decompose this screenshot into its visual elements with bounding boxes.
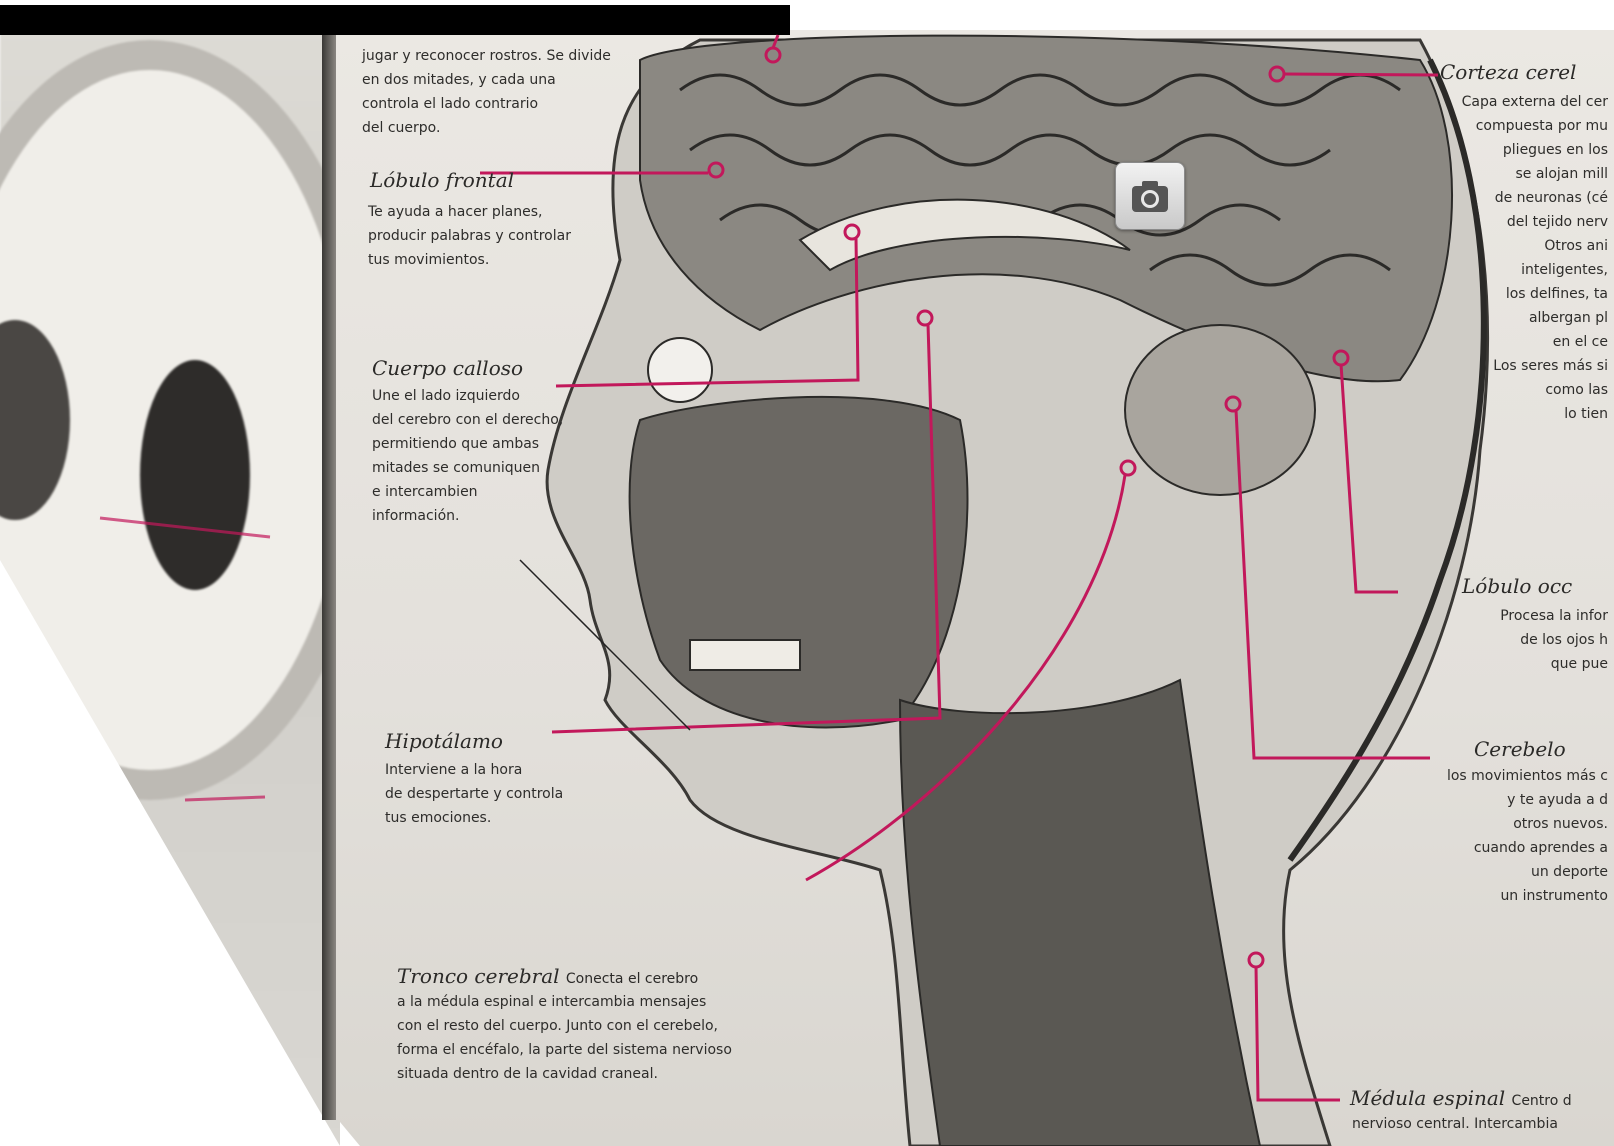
hipotalamo-body: Interviene a la hora de despertarte y co… xyxy=(385,758,563,830)
corteza-body: Capa externa del cer compuesta por mu pl… xyxy=(1462,90,1608,426)
frontal-body: Te ayuda a hacer planes, producir palabr… xyxy=(368,200,571,272)
intro-text: jugar y reconocer rostros. Se divide en … xyxy=(362,44,611,140)
tronco-inline: Conecta el cerebro xyxy=(566,971,698,987)
medula-title: Médula espinal xyxy=(1350,1086,1505,1110)
corteza-title: Corteza cerel xyxy=(1440,60,1576,84)
cerebelo-title: Cerebelo xyxy=(1474,737,1566,761)
medula-inline: Centro d xyxy=(1512,1093,1572,1109)
tronco-title: Tronco cerebral xyxy=(397,964,560,988)
tronco-body: a la médula espinal e intercambia mensaj… xyxy=(397,990,732,1086)
occipital-title: Lóbulo occ xyxy=(1462,574,1572,598)
hipotalamo-title: Hipotálamo xyxy=(385,729,503,753)
medula-body: nervioso central. Intercambia xyxy=(1352,1112,1558,1136)
cerebellum-shape xyxy=(1125,325,1315,495)
occipital-body: Procesa la infor de los ojos h que pue xyxy=(1500,604,1608,676)
face-muscles xyxy=(630,397,968,728)
camera-button[interactable] xyxy=(1115,162,1185,230)
frontal-title: Lóbulo frontal xyxy=(370,168,514,192)
calloso-body: Une el lado izquierdo del cerebro con el… xyxy=(372,384,563,528)
medula-title-row: Médula espinal Centro d xyxy=(1350,1086,1572,1110)
camera-icon xyxy=(1130,177,1170,215)
pointer-corteza xyxy=(1284,74,1438,75)
cerebelo-body: los movimientos más c y te ayuda a d otr… xyxy=(1447,764,1608,908)
eye xyxy=(648,338,712,402)
tronco-title-row: Tronco cerebral Conecta el cerebro xyxy=(397,964,698,988)
calloso-title: Cuerpo calloso xyxy=(372,356,523,380)
